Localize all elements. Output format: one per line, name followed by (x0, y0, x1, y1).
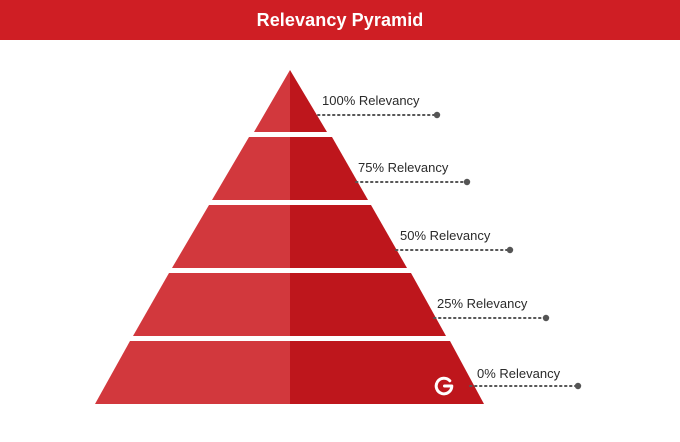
g-logo-icon (434, 376, 454, 396)
tier-100-right-face (290, 70, 327, 132)
tier-50-leader-dot (506, 246, 514, 254)
pyramid-tier-50: 50% Relevancy (172, 205, 514, 268)
page-title: Relevancy Pyramid (256, 9, 424, 30)
tier-0-left-face (95, 341, 290, 404)
tier-75-right-face (290, 137, 368, 200)
title-bar: Relevancy Pyramid (0, 0, 680, 40)
tier-25-left-face (133, 273, 290, 336)
tier-0-leader-dot (574, 382, 582, 390)
pyramid-tier-75: 75% Relevancy (212, 137, 471, 200)
tier-100-label: 100% Relevancy (322, 93, 420, 108)
tier-75-left-face (212, 137, 290, 200)
tier-50-left-face (172, 205, 290, 268)
pyramid-tier-100: 100% Relevancy (254, 70, 441, 132)
tier-25-leader-dot (542, 314, 550, 322)
tier-0-label: 0% Relevancy (477, 366, 561, 381)
pyramid-tier-25: 25% Relevancy (133, 273, 550, 336)
tier-25-right-face (290, 273, 446, 336)
tier-50-label: 50% Relevancy (400, 228, 491, 243)
tier-75-leader-dot (463, 178, 471, 186)
tier-100-left-face (254, 70, 290, 132)
tier-100-leader-dot (433, 111, 441, 119)
tier-75-label: 75% Relevancy (358, 160, 449, 175)
tier-25-label: 25% Relevancy (437, 296, 528, 311)
tier-50-right-face (290, 205, 407, 268)
tier-0-right-face (290, 341, 484, 404)
pyramid-tier-0: 0% Relevancy (95, 341, 582, 404)
